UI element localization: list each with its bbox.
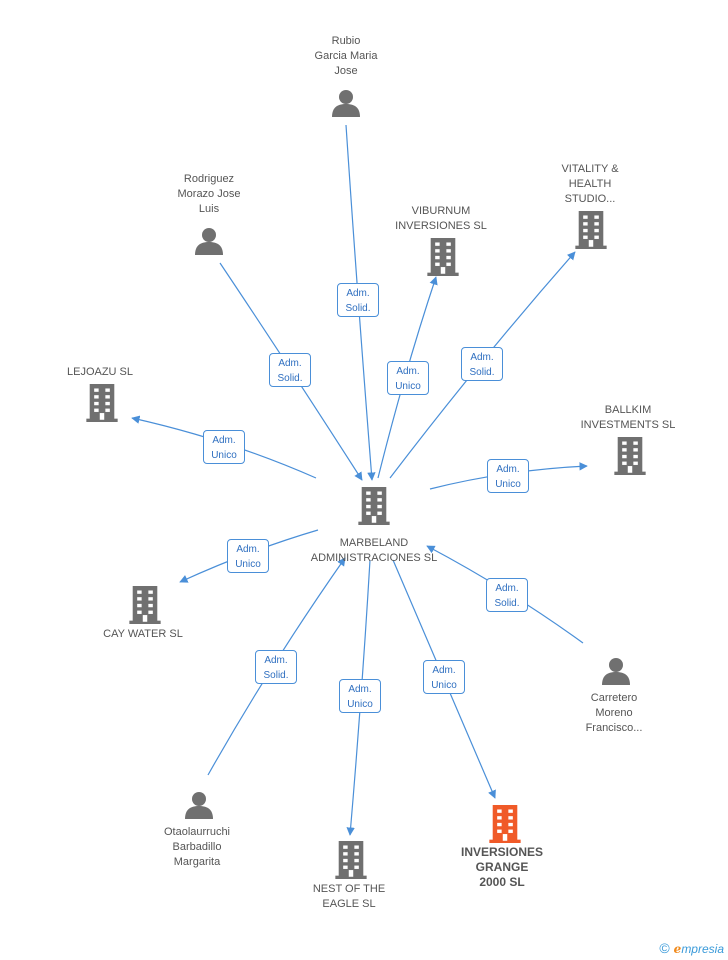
node-label-lejoazu[interactable]: LEJOAZU SL xyxy=(66,366,134,378)
person-icon-rubio[interactable] xyxy=(332,90,360,117)
building-icon-ballkim[interactable] xyxy=(614,437,646,475)
edge-label-nest[interactable]: Adm. Unico xyxy=(339,679,381,713)
edge-label-caywater[interactable]: Adm. Unico xyxy=(227,539,269,573)
building-icon-vitality[interactable] xyxy=(575,211,607,249)
node-label-ballkim[interactable]: BALLKIM INVESTMENTS SL xyxy=(580,404,676,431)
edge-label-rodriguez[interactable]: Adm. Solid. xyxy=(269,353,311,387)
node-label-vitality[interactable]: VITALITY & HEALTH STUDIO... xyxy=(561,163,619,205)
building-icon-caywater[interactable] xyxy=(129,586,161,624)
footer-brand[interactable]: ©empresia xyxy=(659,940,724,956)
edge-label-otaola[interactable]: Adm. Solid. xyxy=(255,650,297,684)
copyright-symbol: © xyxy=(659,940,670,956)
node-label-center[interactable]: MARBELAND ADMINISTRACIONES SL xyxy=(310,537,438,564)
node-label-caywater[interactable]: CAY WATER SL xyxy=(103,628,183,640)
edge-label-ballkim[interactable]: Adm. Unico xyxy=(487,459,529,493)
node-label-carretero[interactable]: Carretero Moreno Francisco... xyxy=(585,692,643,734)
person-icon-carretero[interactable] xyxy=(602,658,630,685)
building-icon-viburnum[interactable] xyxy=(427,238,459,276)
edge-label-lejoazu[interactable]: Adm. Unico xyxy=(203,430,245,464)
building-icon-center[interactable] xyxy=(358,487,390,525)
node-label-inversiones[interactable]: INVERSIONES GRANGE 2000 SL xyxy=(460,845,544,889)
building-icon-nest[interactable] xyxy=(335,841,367,879)
edge-label-rubio[interactable]: Adm. Solid. xyxy=(337,283,379,317)
person-icon-rodriguez[interactable] xyxy=(195,228,223,255)
brand-rest: mpresia xyxy=(681,942,724,956)
brand-first-letter: e xyxy=(673,942,682,956)
node-label-otaola[interactable]: Otaolaurruchi Barbadillo Margarita xyxy=(163,826,231,868)
edge-label-viburnum[interactable]: Adm. Unico xyxy=(387,361,429,395)
edge-label-inversiones[interactable]: Adm. Unico xyxy=(423,660,465,694)
edge-label-vitality[interactable]: Adm. Solid. xyxy=(461,347,503,381)
node-label-nest[interactable]: NEST OF THE EAGLE SL xyxy=(312,883,386,910)
node-label-viburnum[interactable]: VIBURNUM INVERSIONES SL xyxy=(395,205,487,232)
node-label-rodriguez[interactable]: Rodriguez Morazo Jose Luis xyxy=(177,173,241,215)
edge-label-carretero[interactable]: Adm. Solid. xyxy=(486,578,528,612)
building-icon-inversiones[interactable] xyxy=(489,805,521,843)
building-icon-lejoazu[interactable] xyxy=(86,384,118,422)
person-icon-otaola[interactable] xyxy=(185,792,213,819)
node-label-rubio[interactable]: Rubio Garcia Maria Jose xyxy=(314,35,378,77)
